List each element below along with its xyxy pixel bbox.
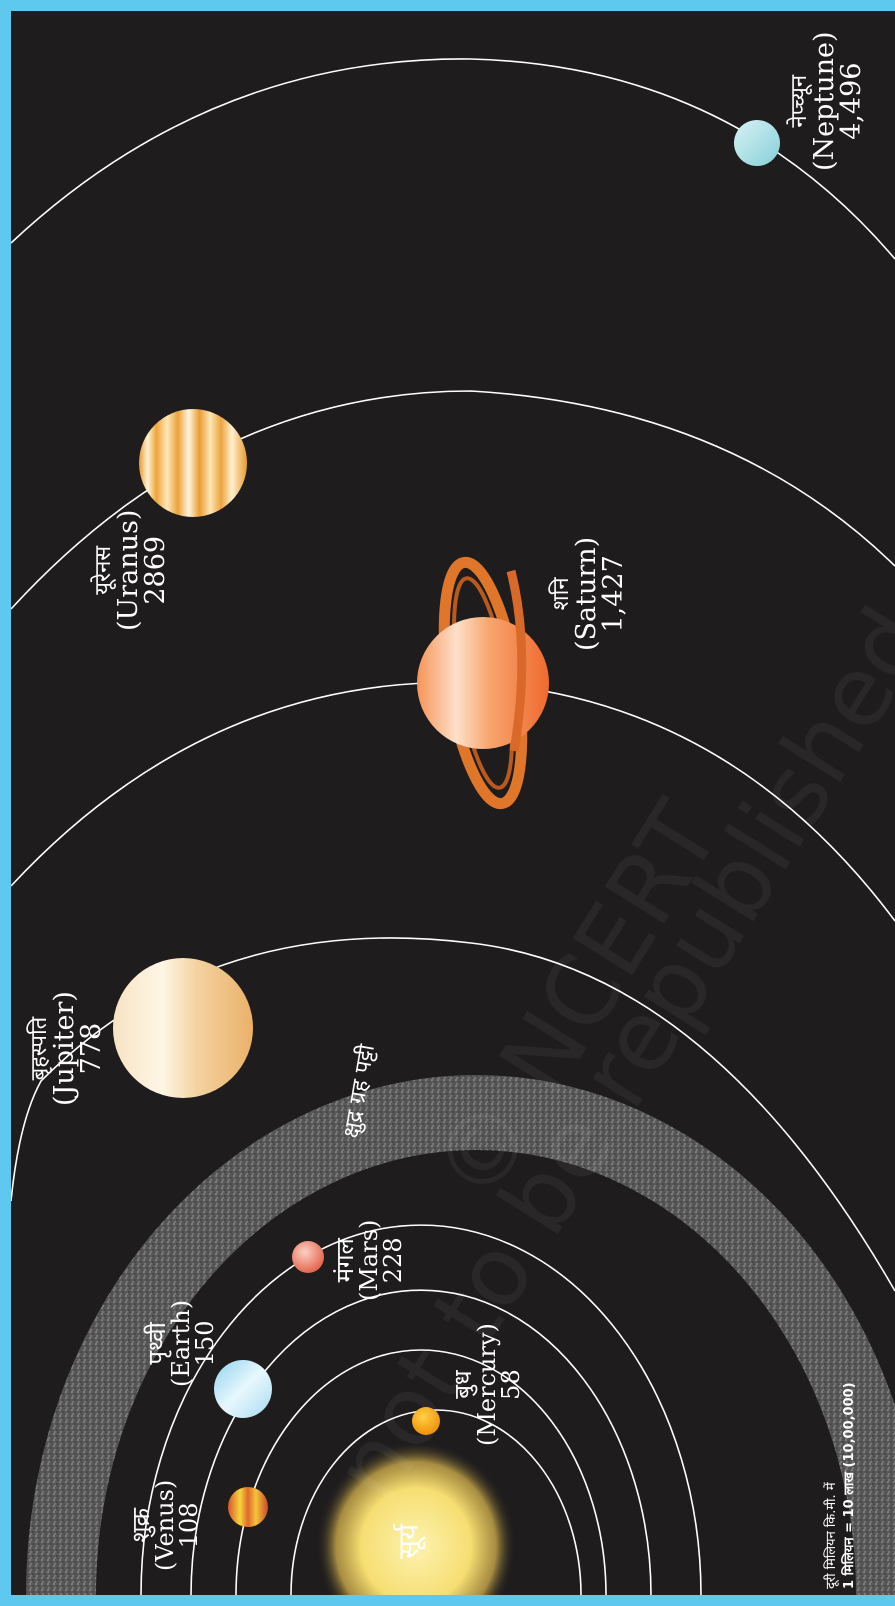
scale-note: दूरी मिलियन कि.मी. में 1 मिलियन = 10 लाख… [823,1382,858,1589]
jupiter-label: बृहस्पति (Jupiter) 778 [27,991,107,1106]
orbit-venus [235,1349,607,1595]
venus-english: (Venus) [151,1479,179,1571]
earth-english: (Earth) [167,1299,195,1387]
neptune-distance: 4,496 [836,62,867,140]
jupiter-distance: 778 [76,1022,107,1075]
earth-label: पृथ्वी (Earth) 150 [143,1299,219,1387]
uranus-hindi: यूरेनस [91,545,116,595]
orbit-earth [190,1289,652,1595]
earth-hindi: पृथ्वी [143,1322,171,1365]
uranus-distance: 2869 [140,535,171,605]
sun-label: सूर्य [392,1523,425,1559]
venus-planet [228,1487,268,1527]
saturn-hindi: शनि [549,577,574,611]
asteroid-belt [26,1075,895,1595]
mercury-hindi: बुध [449,1370,477,1399]
mars-hindi: मंगल [331,1238,359,1283]
saturn-distance: 1,427 [598,555,629,633]
mercury-english: (Mercury) [473,1323,501,1446]
scale-note-line2: 1 मिलियन = 10 लाख (10,00,000) [841,1382,857,1589]
neptune-planet [734,120,780,166]
orbit-neptune [11,58,895,260]
mars-planet [292,1241,324,1273]
sun [316,1441,516,1595]
mercury-planet [412,1407,440,1435]
orbits [11,58,895,1595]
earth-distance: 150 [191,1320,219,1367]
venus-distance: 108 [175,1502,203,1549]
scale-note-line1: दूरी मिलियन कि.मी. में [824,1482,839,1589]
neptune-english: (Neptune) [809,31,840,171]
orbit-uranus [11,390,895,610]
uranus-label: यूरेनस (Uranus) 2869 [91,509,171,631]
orbit-mars [140,1224,702,1595]
mars-english: (Mars) [355,1219,383,1301]
venus-hindi: शुक्र [127,1507,155,1543]
neptune-hindi: नेप्च्यून [787,74,812,128]
saturn-english: (Saturn) [571,536,602,651]
diagram-canvas [11,58,895,1595]
uranus-planet [139,409,247,517]
saturn-planet [417,617,549,749]
jupiter-english: (Jupiter) [49,991,80,1106]
saturn-ring-front [506,569,527,752]
mars-distance: 228 [379,1237,407,1284]
saturn-label: शनि (Saturn) 1,427 [549,536,629,651]
orbit-mercury [290,1409,582,1595]
orbit-jupiter [11,937,895,1292]
solar-system-diagram: © NCERT not to be republished सूर्य बुध … [11,11,895,1595]
mercury-distance: 58 [497,1369,525,1400]
jupiter-hindi: बृहस्पति [27,1016,52,1081]
jupiter-planet [113,958,253,1098]
venus-label: शुक्र (Venus) 108 [127,1479,203,1571]
earth-planet [214,1360,272,1418]
uranus-english: (Uranus) [113,509,144,631]
mercury-label: बुध (Mercury) 58 [449,1323,525,1446]
mars-label: मंगल (Mars) 228 [331,1219,407,1301]
neptune-label: नेप्च्यून (Neptune) 4,496 [787,31,867,171]
